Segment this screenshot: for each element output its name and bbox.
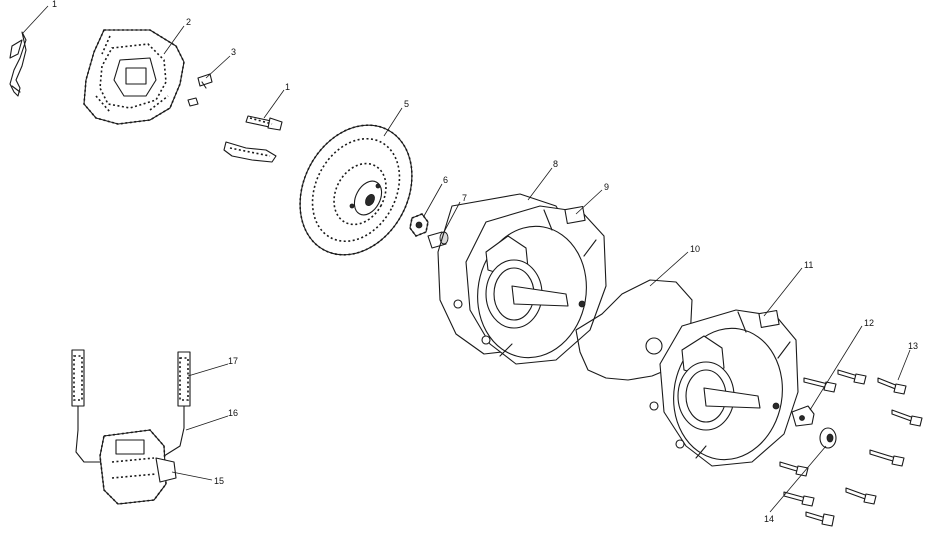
callout-3: 3 [231,47,236,57]
part-bolt-and-plate [223,115,283,163]
part-stator-plate [83,29,185,125]
part-flywheel [299,124,413,256]
callout-1-b: 1 [285,82,290,92]
part-nut [409,213,429,237]
leader-lines [21,5,911,513]
callout-16: 16 [228,408,238,418]
callout-6: 6 [443,175,448,185]
callout-10: 10 [690,244,700,254]
callout-5: 5 [404,99,409,109]
callout-12: 12 [864,318,874,328]
part-bracket [9,31,27,97]
callout-14: 14 [764,514,774,524]
part-grommet [819,427,837,449]
part-washer-plate [791,405,815,427]
callout-2: 2 [186,17,191,27]
part-small-screws [187,73,213,107]
part-bushing [427,231,449,249]
callout-9: 9 [604,182,609,192]
part-inner-cover [453,205,607,365]
callout-labels: 1 2 3 1 5 6 7 8 9 10 11 12 13 14 15 16 1… [52,0,918,524]
part-regulator-harness [71,349,191,505]
callout-17: 17 [228,356,238,366]
callout-1-a: 1 [52,0,57,9]
part-outer-cover [649,309,799,467]
callout-15: 15 [214,476,224,486]
part-bolts [779,369,923,527]
callout-8: 8 [553,159,558,169]
callout-7: 7 [462,193,467,203]
callout-13: 13 [908,341,918,351]
callout-11: 11 [804,260,813,270]
